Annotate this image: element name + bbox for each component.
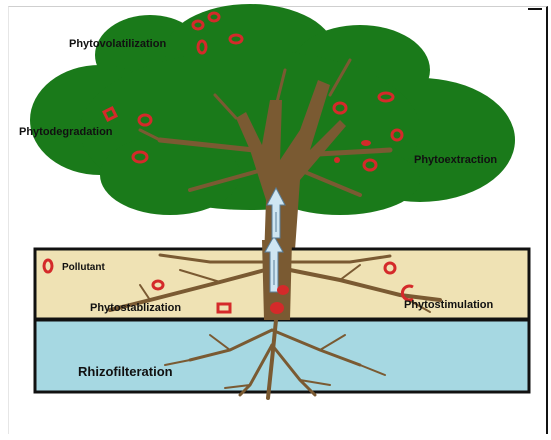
pollutant-icon: [277, 285, 289, 295]
label-phytostimulation: Phytostimulation: [404, 299, 494, 311]
label-phytovolatilization: Phytovolatilization: [69, 38, 166, 50]
pollutant-icon: [270, 302, 284, 314]
label-pollutant: Pollutant: [62, 262, 105, 273]
label-rhizofilteration: Rhizofilteration: [78, 364, 173, 379]
pollutant-icon: [334, 157, 340, 163]
label-phytostabilization: Phytostablization: [90, 302, 181, 314]
pollutant-icon: [361, 140, 371, 146]
label-phytodegradation: Phytodegradation: [19, 126, 113, 138]
label-phytoextraction: Phytoextraction: [414, 154, 497, 166]
